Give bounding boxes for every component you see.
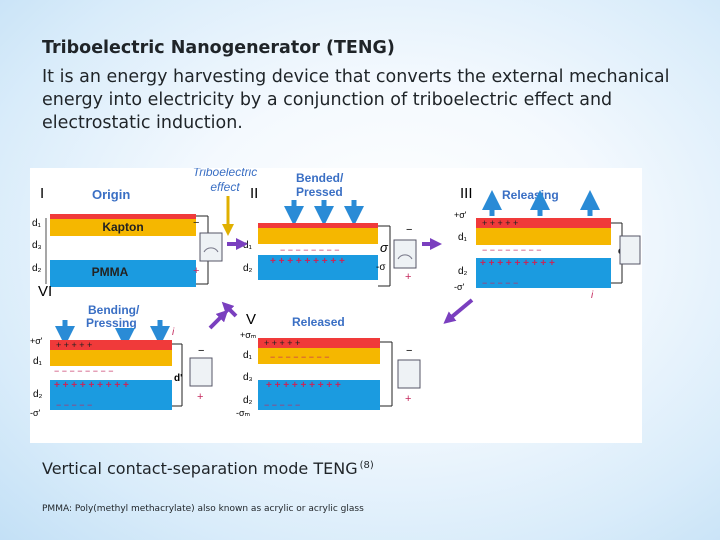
press-arrows (284, 200, 364, 226)
pos-charge-row: + + + + + + + + + (480, 258, 555, 269)
bending-label-line2: Pressing (86, 316, 137, 330)
d1-label-5: d₁ (243, 350, 253, 361)
footnote: PMMA: Poly(methyl methacrylate) also kno… (42, 504, 364, 514)
d1-label-4: d₁ (33, 356, 43, 367)
stage-label-VI: VI (38, 283, 52, 300)
bending-arrows (55, 320, 170, 348)
d3-label: d₃ (32, 240, 42, 251)
bending-label-line1: Bending/ (88, 303, 140, 317)
stage-label-II: II (250, 185, 258, 202)
figure-caption: Vertical contact-separation mode TENG(8) (42, 459, 374, 478)
origin-label: Origin (92, 187, 130, 202)
current-label: i (591, 290, 594, 301)
released-label: Released (292, 315, 345, 329)
bended-label-line1: Bended/ (296, 171, 344, 185)
arrow-V-to-VI (221, 301, 238, 318)
minus-row-sparse: − − − − − (56, 400, 92, 410)
plus-sign: + (405, 393, 411, 405)
d2-label-2: d₂ (243, 263, 253, 274)
d2-label: d₂ (32, 263, 42, 274)
minus-sign: − (198, 345, 204, 357)
minus-sign: − (193, 217, 199, 229)
electrometer-icon (199, 232, 223, 262)
sigma-pos-label: +σ' (454, 210, 467, 220)
plus-row-sparse: + + + + + (56, 340, 92, 350)
electrometer-icon (189, 357, 213, 387)
stage-releasing: III Releasing + + + + + − − − − − − − − … (443, 185, 641, 324)
tribo-label-line2: effect (210, 180, 240, 194)
arrow-III-to-V (443, 298, 474, 324)
d1-label: d₁ (32, 218, 42, 229)
d-prime-label: d' (174, 373, 183, 384)
neg-charge-row: − − − − − − − − (270, 352, 330, 362)
sigma-m-neg-label: -σₘ (236, 408, 251, 418)
electrometer-icon (393, 239, 417, 269)
plus-row-sparse: + + + + + (264, 338, 300, 348)
release-arrows (482, 190, 600, 216)
triboelectric-effect-annotation: Triboelectric effect (193, 168, 257, 236)
stage-released: V Released +σₘ + + + + + − − − − − − − −… (221, 301, 421, 418)
releasing-label: Releasing (502, 188, 559, 202)
minus-sign: − (406, 345, 412, 357)
current-label: i (172, 327, 175, 338)
electrometer-icon (397, 359, 421, 389)
pos-charge-row: + + + + + + + + + (270, 256, 345, 267)
plus-sign: + (193, 265, 199, 277)
tribo-label-line1: Triboelectric (193, 168, 257, 179)
d2-label-3: d₂ (458, 266, 468, 277)
stage-label-V: V (246, 311, 256, 328)
arrow-VI-to-I (208, 309, 229, 330)
stage-origin: I Origin Kapton PMMA d₁ d₃ d₂ − + (32, 185, 223, 287)
d1-label-2: d₁ (243, 240, 253, 251)
d2-label-4: d₂ (33, 389, 43, 400)
slide-title: Triboelectric Nanogenerator (TENG) (42, 38, 395, 58)
sigma-pos-label: +σ' (30, 336, 43, 346)
neg-charge-row: − − − − − − − − (280, 245, 340, 255)
top-electrode (50, 214, 196, 219)
plus-sign: + (405, 271, 411, 283)
sigma-neg-label: -σ' (454, 282, 465, 292)
caption-reference: (8) (359, 460, 374, 471)
stage-label-I: I (40, 185, 44, 202)
d2-label-5: d₂ (243, 395, 253, 406)
minus-row-sparse: − − − − − (264, 400, 300, 410)
sigma-m-pos-label: +σₘ (240, 330, 257, 340)
minus-sigma-label: -σ (376, 262, 386, 273)
intro-paragraph: It is an energy harvesting device that c… (42, 67, 670, 133)
neg-charge-row: − − − − − − − − (482, 245, 542, 255)
sigma-label: σ (380, 240, 389, 255)
pos-charge-row: + + + + + + + + + (266, 380, 341, 391)
kapton-layer (50, 219, 196, 236)
stage-bending: VI Bending/ Pressing i + + + + + − − − −… (30, 283, 229, 418)
plus-row-sparse: + + + + + (482, 218, 518, 228)
teng-diagram: I Origin Kapton PMMA d₁ d₃ d₂ − + Triboe… (30, 168, 642, 443)
pmma-label: PMMA (92, 265, 129, 279)
minus-row-sparse: − − − − − (482, 278, 518, 288)
neg-charge-row: − − − − − − − − (54, 366, 114, 376)
sigma-neg-label: -σ' (30, 408, 41, 418)
bottom-electrode (50, 282, 196, 287)
d1-label-3: d₁ (458, 232, 468, 243)
caption-text: Vertical contact-separation mode TENG (42, 459, 358, 478)
pos-charge-row: + + + + + + + + + (54, 380, 129, 391)
teng-diagram-svg: I Origin Kapton PMMA d₁ d₃ d₂ − + Triboe… (30, 168, 641, 418)
plus-sign: + (197, 391, 203, 403)
minus-sign: − (406, 224, 412, 236)
electrometer-icon (619, 235, 641, 265)
pmma-layer (50, 260, 196, 282)
stage-label-III: III (460, 185, 473, 202)
stage-pressed: II Bended/ Pressed − − − − − − − − + + +… (227, 171, 442, 287)
d3-label-5: d₃ (243, 372, 253, 383)
bended-label-line2: Pressed (296, 185, 343, 199)
kapton-label: Kapton (102, 220, 143, 234)
